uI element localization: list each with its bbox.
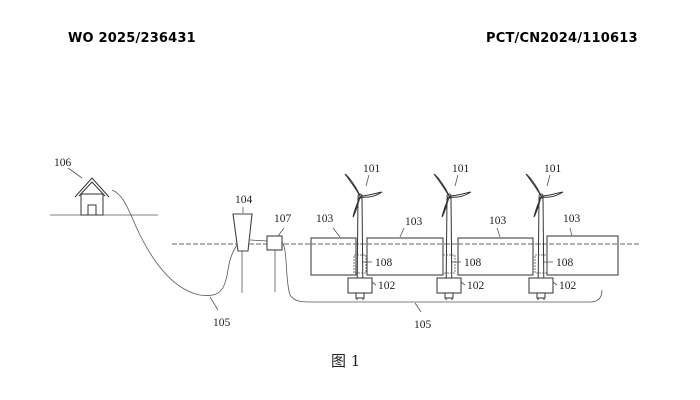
label-101: 101 bbox=[452, 163, 470, 175]
connector-108 bbox=[442, 254, 456, 274]
junction-box bbox=[266, 235, 283, 251]
turbine-blade bbox=[533, 196, 542, 218]
wind-turbine-1: 101 108 102 bbox=[344, 163, 396, 301]
connector-108 bbox=[353, 254, 367, 274]
label-102: 102 bbox=[467, 280, 485, 292]
turbine-hub bbox=[538, 193, 544, 199]
label-104: 104 bbox=[235, 194, 253, 206]
foundation-base bbox=[444, 292, 454, 299]
label-101: 101 bbox=[544, 163, 562, 175]
publication-number: WO 2025/236431 bbox=[68, 31, 196, 46]
cable-105-sea bbox=[281, 241, 603, 303]
foundation-102 bbox=[436, 277, 462, 294]
turbine-hub bbox=[446, 193, 452, 199]
turbine-blade bbox=[352, 196, 361, 218]
converter-station bbox=[232, 213, 253, 252]
leader-103a bbox=[332, 227, 341, 238]
turbine-blade bbox=[540, 191, 564, 198]
label-108: 108 bbox=[464, 257, 482, 269]
turbine-blade bbox=[448, 191, 472, 198]
platform-4 bbox=[546, 235, 619, 276]
label-108: 108 bbox=[375, 257, 393, 269]
label-103d: 103 bbox=[563, 213, 581, 225]
leader-107 bbox=[277, 227, 285, 237]
leader-105a bbox=[209, 296, 219, 311]
application-number: PCT/CN2024/110613 bbox=[486, 31, 638, 46]
wind-turbine-3: 101 108 102 bbox=[525, 163, 577, 301]
turbine-blade bbox=[433, 173, 450, 197]
cable-105-land bbox=[111, 189, 241, 297]
turbine-blade bbox=[359, 191, 383, 198]
label-103a: 103 bbox=[316, 213, 334, 225]
label-102: 102 bbox=[559, 280, 577, 292]
label-105b: 105 bbox=[414, 319, 432, 331]
foundation-102 bbox=[347, 277, 373, 294]
leader-103b bbox=[399, 227, 405, 238]
label-101: 101 bbox=[363, 163, 381, 175]
leader-103d bbox=[569, 227, 573, 237]
leader-102 bbox=[371, 281, 377, 286]
leader-101 bbox=[546, 174, 551, 187]
leader-102 bbox=[552, 281, 558, 286]
leader-102 bbox=[460, 281, 466, 286]
foundation-102 bbox=[528, 277, 554, 294]
label-107: 107 bbox=[274, 213, 292, 225]
figure-caption: 图 1 bbox=[331, 352, 360, 370]
wind-turbine-2: 101 108 102 bbox=[433, 163, 485, 301]
leader-101 bbox=[454, 174, 459, 187]
turbine-blade bbox=[344, 173, 361, 197]
label-108: 108 bbox=[556, 257, 574, 269]
link-104-107 bbox=[249, 239, 269, 242]
label-106: 106 bbox=[54, 157, 72, 169]
connector-108 bbox=[534, 254, 548, 274]
turbine-blade bbox=[441, 196, 450, 218]
leader-103c bbox=[496, 227, 501, 238]
foundation-base bbox=[355, 292, 365, 299]
label-102: 102 bbox=[378, 280, 396, 292]
turbine-blade bbox=[525, 173, 542, 197]
label-103b: 103 bbox=[405, 216, 423, 228]
foundation-base bbox=[536, 292, 546, 299]
house-icon bbox=[74, 177, 110, 216]
turbine-hub bbox=[357, 193, 363, 199]
label-103c: 103 bbox=[489, 215, 507, 227]
label-105a: 105 bbox=[213, 317, 231, 329]
leader-101 bbox=[365, 174, 370, 187]
leader-106 bbox=[67, 167, 83, 179]
leader-105b bbox=[414, 302, 422, 313]
